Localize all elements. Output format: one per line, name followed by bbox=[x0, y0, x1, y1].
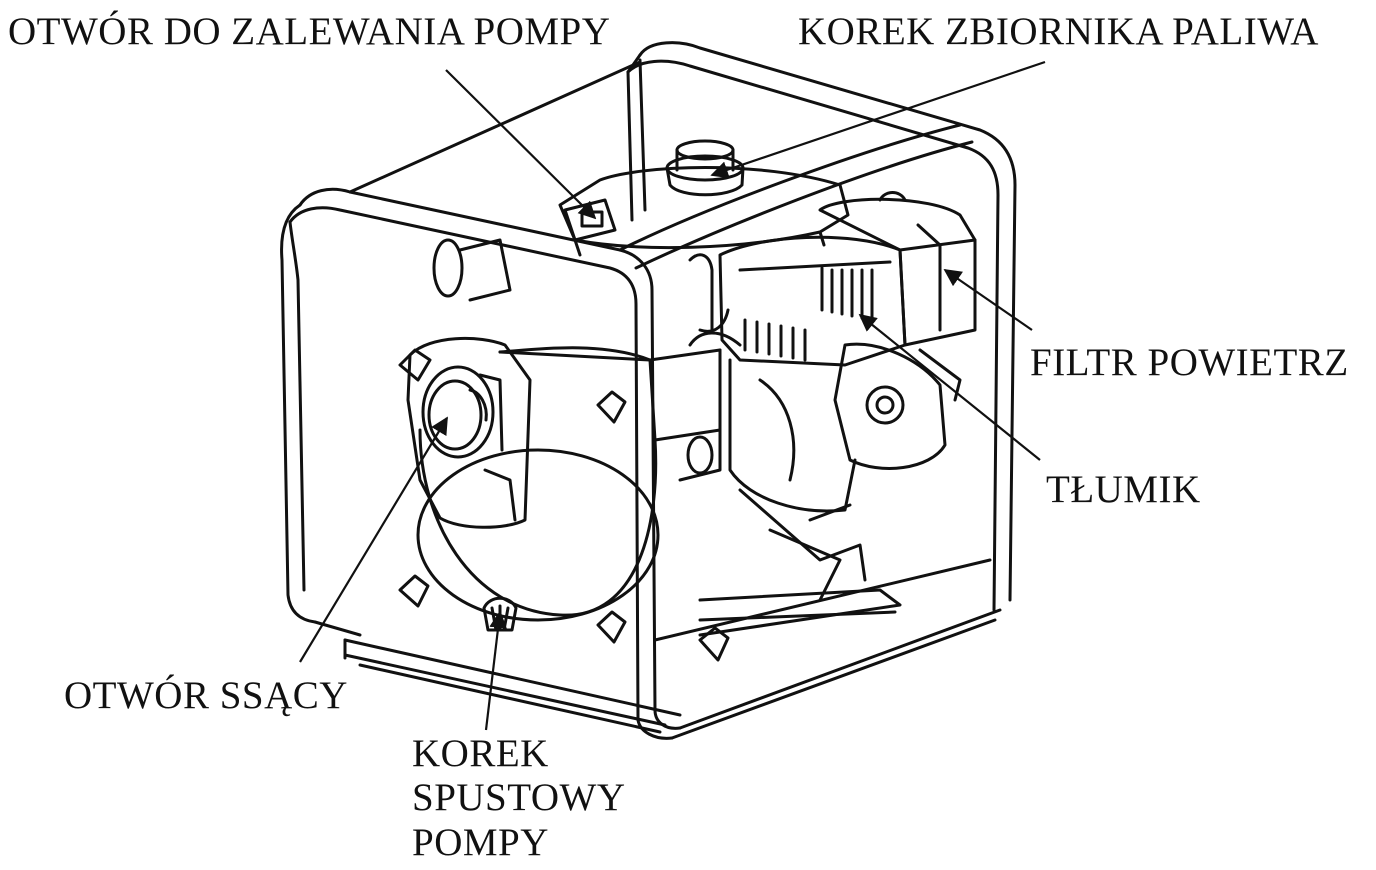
flange-bolts bbox=[398, 348, 730, 662]
suction-flange bbox=[406, 337, 532, 529]
leader-drain bbox=[484, 610, 507, 731]
label-air-filter: FILTR POWIETRZ bbox=[1030, 341, 1349, 384]
recoil-starter bbox=[432, 238, 512, 302]
engine-block bbox=[688, 235, 907, 367]
label-drain-plug-line3: POMPY bbox=[412, 820, 549, 864]
label-drain-plug-line2: SPUSTOWY bbox=[412, 776, 626, 820]
leader-priming bbox=[445, 69, 597, 220]
leader-muffler bbox=[858, 313, 1041, 461]
carburetor bbox=[688, 253, 730, 333]
crankcase bbox=[728, 358, 867, 602]
leader-fuel-cap bbox=[710, 60, 1046, 179]
base-skid bbox=[343, 588, 902, 734]
label-drain-plug-line1: KOREK bbox=[412, 732, 549, 775]
muffler bbox=[833, 342, 962, 470]
label-drain-plug: KOREK SPUSTOWY POMPY bbox=[412, 732, 626, 865]
leader-lines bbox=[299, 60, 1046, 731]
label-suction-port: OTWÓR SSĄCY bbox=[64, 674, 348, 717]
pump-volute bbox=[416, 346, 722, 622]
label-fuel-cap: KOREK ZBIORNIKA PALIWA bbox=[798, 10, 1319, 53]
leader-suction bbox=[299, 416, 448, 663]
fuel-cap bbox=[665, 139, 745, 197]
priming-plug bbox=[563, 198, 617, 242]
label-priming-port: OTWÓR DO ZALEWANIA POMPY bbox=[8, 10, 611, 53]
air-filter-housing bbox=[818, 191, 977, 347]
front-frame bbox=[280, 60, 1002, 740]
rear-frame bbox=[626, 41, 1017, 612]
leader-air-filter bbox=[943, 269, 1033, 331]
label-muffler: TŁUMIK bbox=[1046, 468, 1201, 511]
